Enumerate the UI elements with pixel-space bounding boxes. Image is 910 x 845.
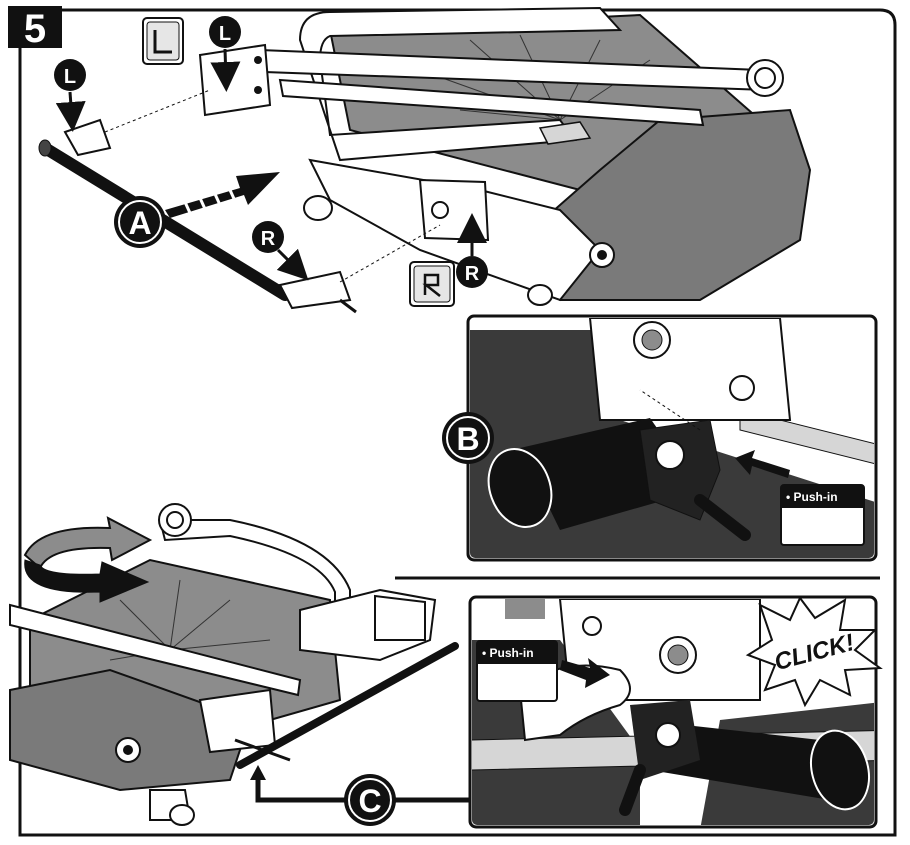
motion-arrow-a xyxy=(165,172,280,218)
rotate-arrows xyxy=(23,516,153,603)
svg-text:C: C xyxy=(358,783,381,819)
svg-text:L: L xyxy=(64,66,76,88)
push-in-label-c: • Push-in xyxy=(476,640,558,702)
marker-r-left: R xyxy=(252,221,309,281)
panel-c: CLICK! xyxy=(468,595,883,829)
grip-band xyxy=(538,121,592,145)
svg-text:R: R xyxy=(261,228,276,250)
pointer-c xyxy=(250,765,470,803)
push-in-text-b: • Push-in xyxy=(782,486,863,508)
top-scene: A L L R R xyxy=(38,6,812,314)
left-bracket xyxy=(198,43,272,117)
push-in-text-c: • Push-in xyxy=(478,642,556,664)
click-burst: CLICK! xyxy=(745,596,883,708)
callout-b: B xyxy=(442,412,494,464)
svg-text:A: A xyxy=(128,205,151,241)
marker-r-right: R xyxy=(456,213,488,288)
l-sticker xyxy=(142,17,184,65)
marker-l-left: L xyxy=(54,59,86,132)
marker-l-right: L xyxy=(209,16,241,92)
r-sticker xyxy=(409,261,455,307)
axle-right-bracket xyxy=(278,270,352,310)
svg-text:B: B xyxy=(456,421,479,457)
svg-text:R: R xyxy=(465,263,480,285)
step-badge: 5 xyxy=(8,6,62,51)
step-number: 5 xyxy=(24,7,46,51)
bottom-scene: C xyxy=(9,503,470,826)
push-arrow-c xyxy=(560,658,610,688)
side-rail-mid xyxy=(278,78,705,127)
callout-c: C xyxy=(344,774,396,826)
axle-left-bracket xyxy=(63,118,112,157)
callout-a: A xyxy=(114,196,166,248)
push-arrow-b xyxy=(735,450,790,478)
push-in-label-b: • Push-in xyxy=(780,484,865,546)
page-frame xyxy=(18,8,897,837)
svg-text:L: L xyxy=(219,23,231,45)
